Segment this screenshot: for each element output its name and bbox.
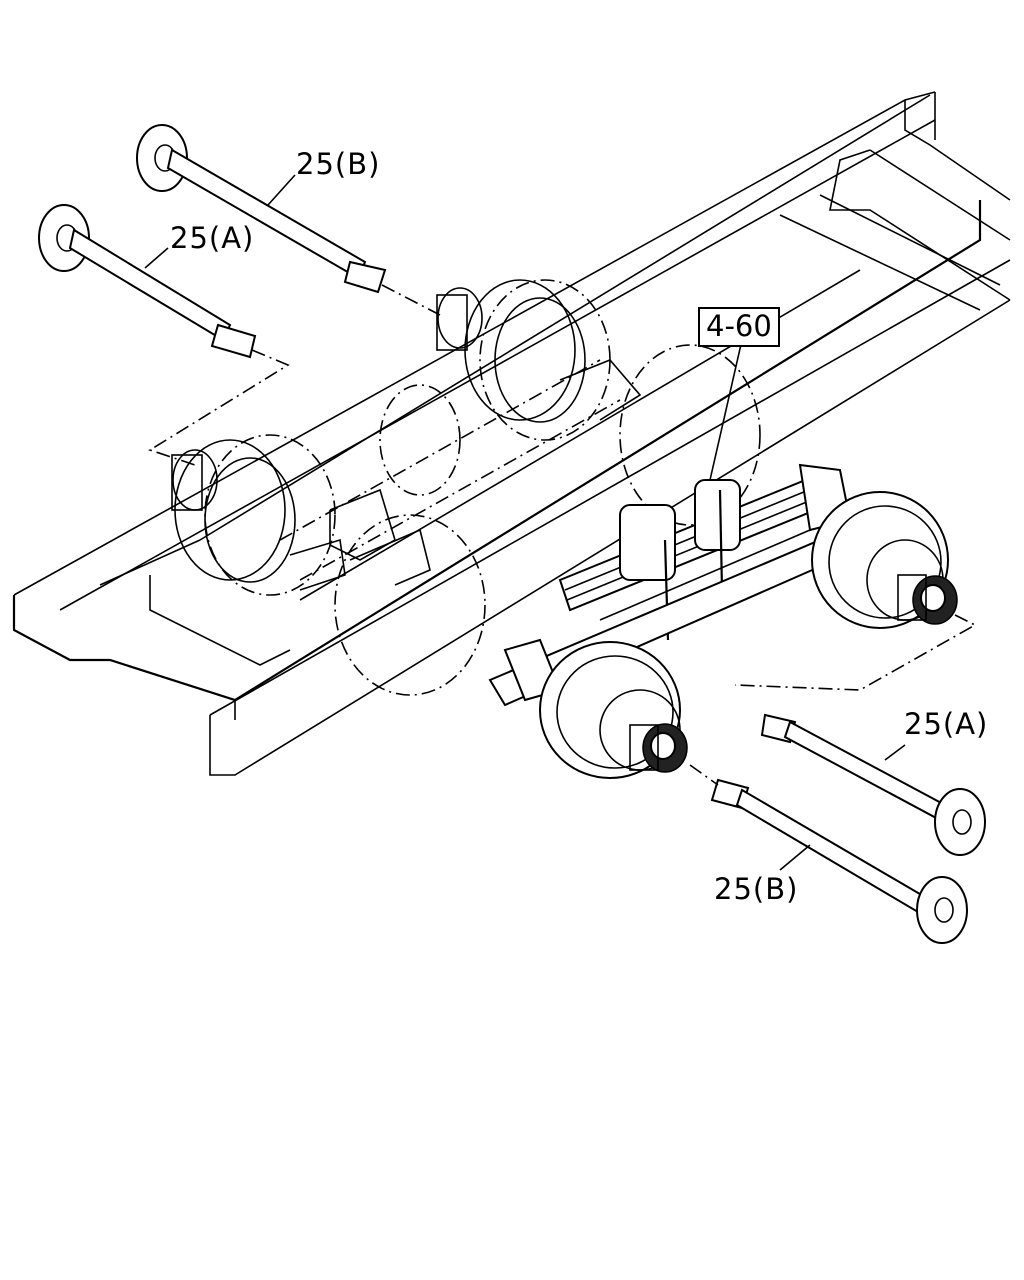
leader-lines [144, 174, 906, 871]
callout-shaft-25b-top: 25(B) [296, 147, 381, 181]
rear-axle-housing [279, 344, 761, 696]
callout-shaft-25b-bottom: 25(B) [714, 872, 799, 906]
axle-shaft-25b-top [136, 124, 441, 316]
axle-shaft-25a-bottom [734, 614, 986, 856]
callout-shaft-25a-bottom: 25(A) [904, 707, 989, 741]
axle-shaft-25b-bottom [689, 764, 968, 944]
upper-left-hub [171, 434, 336, 596]
leaf-spring [558, 468, 842, 641]
upper-right-hub [436, 279, 611, 441]
lower-right-drum [811, 491, 958, 629]
lower-left-drum [539, 641, 688, 779]
axle-shaft-25a-top [38, 204, 290, 466]
callout-ref-4-60: 4-60 [698, 307, 780, 347]
callout-shaft-25a-top: 25(A) [170, 221, 255, 255]
